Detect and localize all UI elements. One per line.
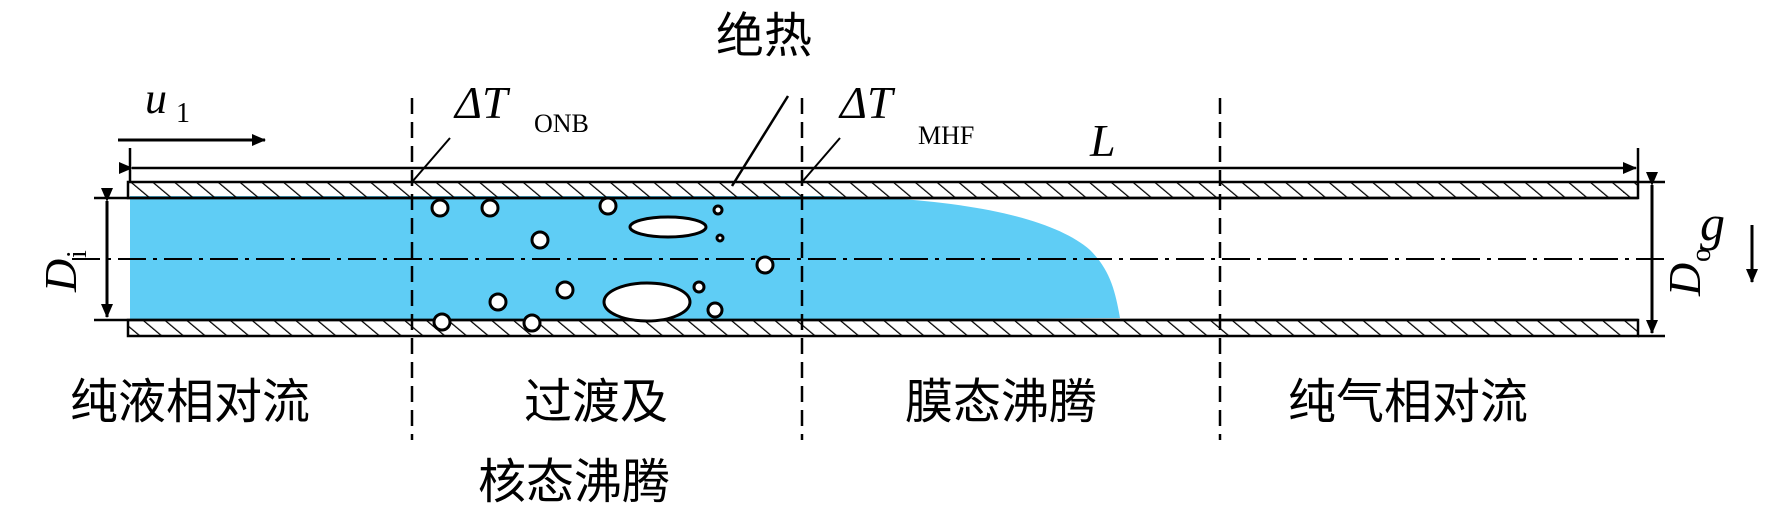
outer-diameter-subscript: o: [1686, 248, 1717, 262]
bubble: [488, 292, 508, 312]
inner-diameter-symbol: D: [35, 259, 86, 293]
bubble: [715, 233, 725, 243]
onb-leader: [411, 137, 451, 183]
region-label-vapor-convection: 纯气相对流: [1288, 374, 1528, 430]
bubble: [706, 301, 724, 319]
length-symbol: L: [1089, 115, 1116, 166]
outer-diameter-symbol: D: [1659, 263, 1710, 297]
onb-symbol: ΔT: [453, 77, 511, 128]
bubble: [430, 198, 450, 218]
bubble: [598, 196, 618, 216]
region-label-film-boiling: 膜态沸腾: [905, 374, 1097, 430]
velocity-symbol: u: [145, 74, 167, 123]
bubble: [755, 255, 775, 275]
bubble: [555, 280, 575, 300]
region-label-liquid-convection: 纯液相对流: [70, 374, 310, 430]
region-label-transition-line1: 过渡及: [524, 374, 668, 430]
bubble-large: [602, 281, 692, 323]
bubble: [432, 312, 452, 332]
mhf-leader: [801, 137, 841, 183]
upper-wall: [126, 180, 1640, 200]
lower-wall: [126, 318, 1640, 338]
onb-subscript: ONB: [534, 109, 589, 138]
gravity-symbol: g: [1700, 195, 1725, 251]
velocity-subscript: 1: [176, 98, 190, 129]
bubble-large: [628, 215, 708, 239]
bubble: [522, 313, 542, 333]
bubbles: [430, 196, 775, 333]
mhf-subscript: MHF: [918, 121, 974, 150]
bubble: [712, 204, 724, 216]
adiabatic-leader: [730, 95, 790, 187]
inner-diameter-subscript: i: [62, 250, 93, 258]
bubble: [530, 230, 550, 250]
bubble: [480, 198, 500, 218]
region-label-transition-line2: 核态沸腾: [478, 454, 670, 510]
adiabatic-label: 绝热: [716, 8, 812, 64]
mhf-symbol: ΔT: [838, 77, 896, 128]
bubble: [692, 280, 706, 294]
